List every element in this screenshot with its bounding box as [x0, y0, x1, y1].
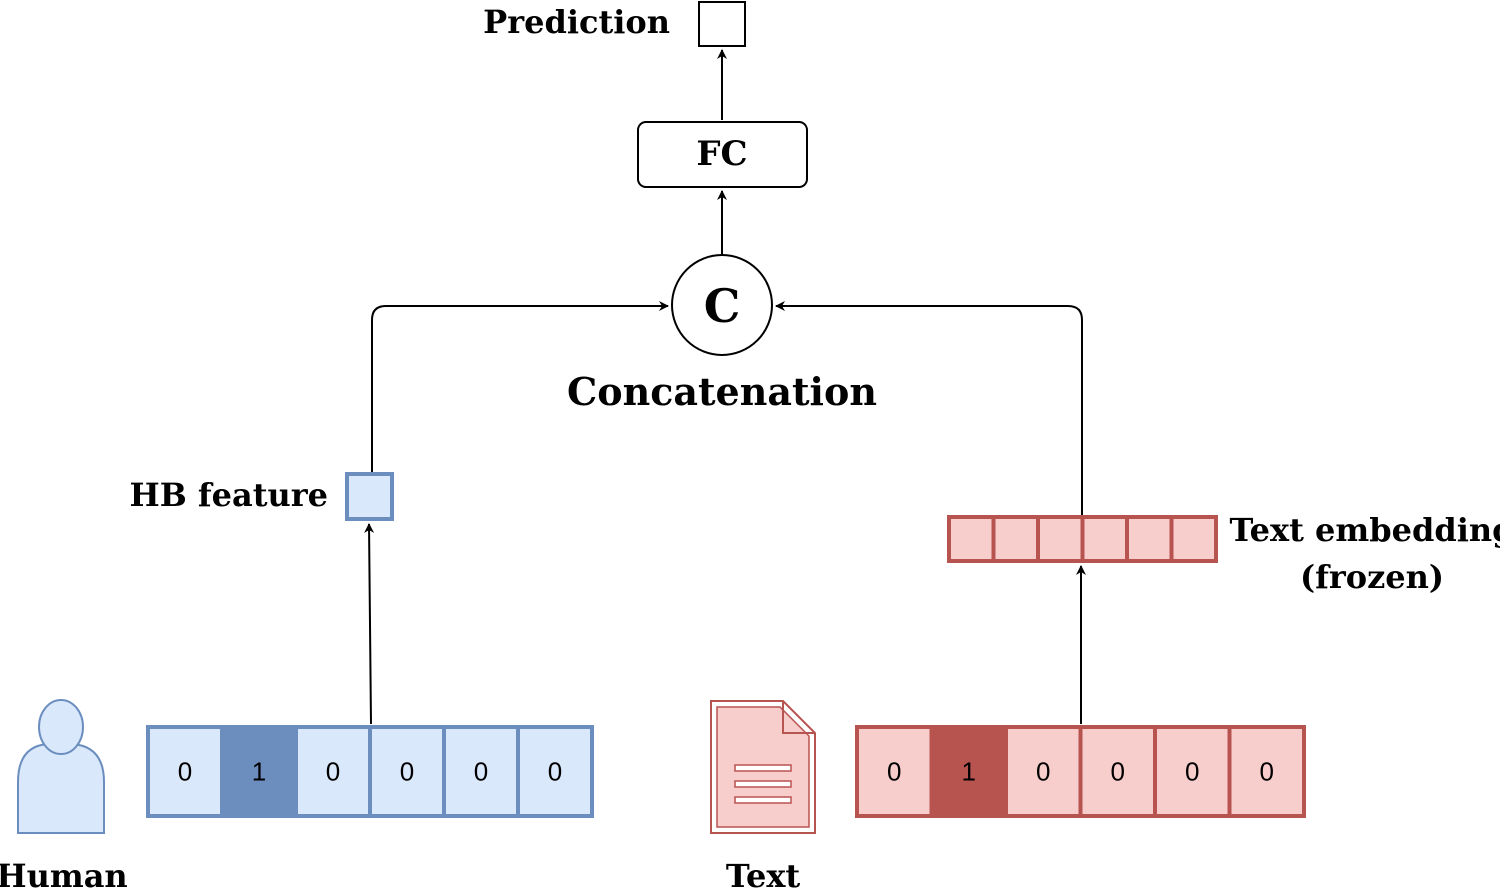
human-label: Human [0, 857, 128, 890]
text-vector-cell-value: 0 [1111, 757, 1125, 787]
prediction-label: Prediction [483, 3, 670, 41]
text-vector-cell-value: 0 [887, 757, 901, 787]
embedding-cell [1036, 515, 1085, 563]
embedding-cell [1169, 515, 1218, 563]
embedding-cell [991, 515, 1040, 563]
text-vector-cell [1004, 725, 1083, 818]
hb-feature-label: HB feature [129, 476, 328, 514]
text-vector-cell [1227, 725, 1306, 818]
human-vector-cell [146, 725, 224, 818]
text-vector-cell-value: 0 [1036, 757, 1050, 787]
arrow-human-vector-to-hb [364, 523, 375, 725]
human-vector-cell-value: 0 [326, 757, 340, 787]
embedding-cell [1080, 515, 1129, 563]
embedding-cell [1125, 515, 1174, 563]
concat-circle [671, 254, 773, 356]
human-vector-cell [442, 725, 520, 818]
human-one-hot-vector: 0 1 0 0 0 0 [146, 725, 594, 818]
text-vector-cell-value: 0 [1260, 757, 1274, 787]
person-icon [17, 699, 105, 834]
text-vector-cell [1153, 725, 1232, 818]
human-vector-cell-value: 0 [474, 757, 488, 787]
human-vector-cell-value: 0 [548, 757, 562, 787]
text-label: Text [726, 857, 801, 890]
concat-symbol: C [704, 279, 741, 333]
text-embedding-label: Text embedding [1230, 511, 1500, 549]
arrow-embedding-to-concat [775, 301, 1083, 515]
arrow-hb-to-concat [371, 301, 669, 472]
embedding-cell [947, 515, 996, 563]
text-vector-cell-value: 1 [962, 757, 976, 787]
concatenation-label: Concatenation [567, 369, 877, 414]
hb-feature-box [345, 472, 394, 521]
human-vector-cell-value: 0 [178, 757, 192, 787]
text-embedding-frozen-label: (frozen) [1300, 558, 1444, 596]
text-vector-cell-value: 0 [1185, 757, 1199, 787]
document-icon [710, 700, 816, 834]
fc-layer-box [637, 121, 808, 188]
text-vector-cell [855, 725, 934, 818]
text-one-hot-vector: 0 1 0 0 0 0 [855, 725, 1306, 818]
text-embedding-vector [947, 515, 1218, 563]
fc-label: FC [696, 134, 747, 174]
human-vector-cell [368, 725, 446, 818]
human-vector-cell-value: 1 [252, 757, 266, 787]
human-vector-cell [516, 725, 594, 818]
prediction-box [698, 1, 746, 47]
human-vector-cell-value: 0 [400, 757, 414, 787]
human-vector-cell [220, 725, 298, 818]
